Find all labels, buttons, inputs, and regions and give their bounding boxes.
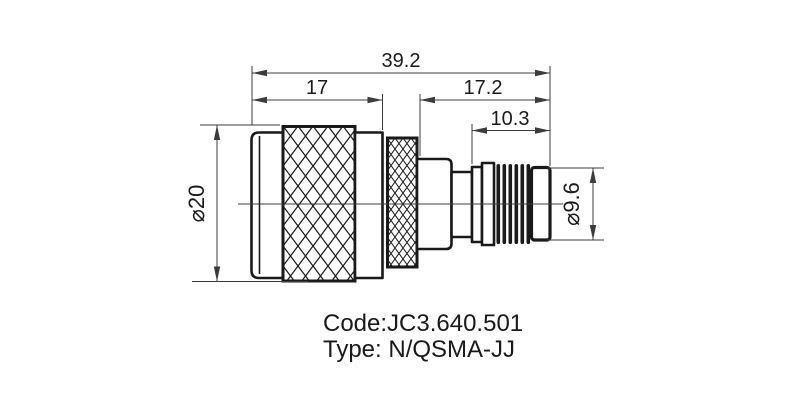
dim-n-body-length: 17 xyxy=(252,77,383,130)
dim-overall-length: 39.2 xyxy=(251,50,551,166)
arrowhead-left xyxy=(252,69,267,77)
arrowhead-right xyxy=(535,69,550,77)
dim-label-overall-length: 39.2 xyxy=(382,50,421,72)
dim-end-diameter: ⌀9.6 xyxy=(547,167,604,241)
n-body-rear-flat xyxy=(353,131,384,280)
arrowhead-up xyxy=(213,125,221,140)
part-code-label: Code:JC3.640.501 xyxy=(323,310,523,337)
part-type-label: Type: N/QSMA-JJ xyxy=(323,336,515,363)
dim-rib-section-length: 10.3 xyxy=(471,108,550,164)
arrowhead-right xyxy=(535,96,550,104)
arrowhead-right xyxy=(367,96,383,104)
dim-label-rib-section-length: 10.3 xyxy=(491,108,530,130)
part-notes: Code:JC3.640.501 Type: N/QSMA-JJ xyxy=(323,310,523,363)
dim-label-n-nut-diameter: ⌀20 xyxy=(184,185,209,223)
qsma-knurled-ring xyxy=(386,136,419,269)
dim-label-qsma-side-length: 17.2 xyxy=(464,77,503,99)
arrowhead-left xyxy=(472,127,487,134)
arrowhead-down xyxy=(213,266,221,282)
arrowhead-left xyxy=(420,96,435,104)
n-body-front-flat xyxy=(250,131,285,280)
arrowhead-right xyxy=(535,127,550,134)
dim-n-nut-diameter: ⌀20 xyxy=(184,124,308,282)
arrowhead-down xyxy=(589,225,597,240)
arrowhead-up xyxy=(589,168,597,183)
dim-qsma-side-length: 17.2 xyxy=(419,77,550,156)
dim-label-end-diameter: ⌀9.6 xyxy=(559,182,584,226)
dim-label-n-body-length: 17 xyxy=(306,77,328,99)
arrowhead-left xyxy=(252,96,267,104)
